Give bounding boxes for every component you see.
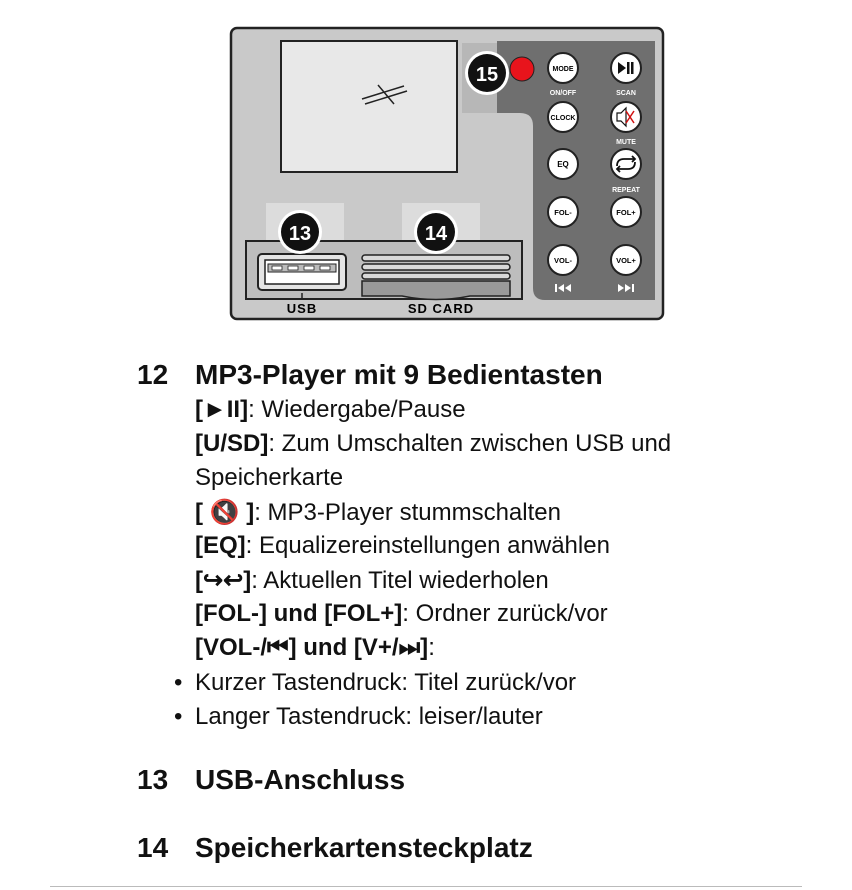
usb-port[interactable] xyxy=(257,253,347,291)
svg-text:13: 13 xyxy=(289,223,311,245)
line-text: Speicherkarte xyxy=(195,464,344,491)
line-text: : Ordner zurück/vor xyxy=(402,600,608,627)
section-title: USB-Anschluss xyxy=(195,764,406,795)
mute-button[interactable] xyxy=(610,101,642,133)
on-off-caption: ON/OFF xyxy=(550,90,577,97)
device-panel-illustration: USB SD CARD 15 13 14 MODE ON/OFF SC xyxy=(229,26,665,321)
svg-text:15: 15 xyxy=(476,64,498,86)
callout-15: 15 xyxy=(465,51,509,95)
callout-13: 13 xyxy=(278,210,322,254)
svg-text:14: 14 xyxy=(425,223,448,245)
previous-icon xyxy=(555,284,571,292)
line-key: [VOL-/⏮] und [V+/⏭] xyxy=(195,634,429,661)
line-text: : MP3-Player stummschalten xyxy=(254,499,561,526)
line-usb-sd-cont: Speicherkarte xyxy=(195,464,343,492)
line-text: : Aktuellen Titel wiederholen xyxy=(251,567,549,594)
mode-button[interactable]: MODE xyxy=(547,52,579,84)
volume-plus-button[interactable]: VOL+ xyxy=(610,244,642,276)
volume-minus-button[interactable]: VOL- xyxy=(547,244,579,276)
mute-icon xyxy=(616,106,635,128)
repeat-caption: REPEAT xyxy=(612,187,641,194)
eq-button[interactable]: EQ xyxy=(547,148,579,180)
section-title: MP3-Player mit 9 Bedientasten xyxy=(195,359,603,390)
page-divider xyxy=(50,886,802,887)
play-pause-icon xyxy=(618,62,634,74)
line-eq: [EQ]: Equalizereinstellungen anwählen xyxy=(195,532,610,560)
folder-minus-button[interactable]: FOL- xyxy=(547,196,579,228)
line-text: : Equalizereinstellungen anwählen xyxy=(245,532,610,559)
line-folder: [FOL-] und [FOL+]: Ordner zurück/vor xyxy=(195,600,608,628)
line-mute: [ 🔇 ]: MP3-Player stummschalten xyxy=(195,498,561,527)
svg-text:VOL-: VOL- xyxy=(554,256,572,265)
svg-text:CLOCK: CLOCK xyxy=(551,115,576,122)
usb-label: USB xyxy=(287,301,317,316)
display-crack-icon xyxy=(361,84,408,105)
bullet-long-press: Langer Tastendruck: leiser/lauter xyxy=(195,703,543,730)
next-icon xyxy=(618,284,634,292)
section-number: 13 xyxy=(137,764,169,795)
bullet-marker: • xyxy=(174,669,183,696)
power-indicator-led xyxy=(509,56,535,82)
line-volume: [VOL-/⏮] und [V+/⏭]: xyxy=(195,634,435,662)
line-play-pause: [►II]: Wiedergabe/Pause xyxy=(195,396,466,424)
line-text: : xyxy=(428,634,435,661)
section-number: 14 xyxy=(137,832,169,863)
section-number: 12 xyxy=(137,359,169,390)
line-usb-sd: [U/SD]: Zum Umschalten zwischen USB und xyxy=(195,430,671,458)
line-key: [ 🔇 ] xyxy=(195,499,255,526)
line-text: : Zum Umschalten zwischen USB und xyxy=(268,430,672,457)
clock-button[interactable]: CLOCK xyxy=(547,101,579,133)
svg-text:VOL+: VOL+ xyxy=(616,256,636,265)
callout-14: 14 xyxy=(414,210,458,254)
line-text: : Wiedergabe/Pause xyxy=(248,396,466,423)
svg-text:FOL+: FOL+ xyxy=(616,208,636,217)
display-window xyxy=(280,40,458,173)
repeat-button[interactable] xyxy=(610,148,642,180)
repeat-icon xyxy=(615,155,637,173)
scan-caption: SCAN xyxy=(616,90,636,97)
svg-text:EQ: EQ xyxy=(557,160,569,169)
line-key: [↪↩] xyxy=(195,567,252,594)
svg-text:MODE: MODE xyxy=(553,66,574,73)
svg-text:FOL-: FOL- xyxy=(554,208,572,217)
play-pause-button[interactable] xyxy=(610,52,642,84)
line-key: [EQ] xyxy=(195,532,246,559)
line-key: [►II] xyxy=(195,396,249,423)
line-key: [FOL-] und [FOL+] xyxy=(195,600,403,627)
bullet-marker: • xyxy=(174,703,183,730)
mute-caption: MUTE xyxy=(616,139,636,146)
line-repeat: [↪↩]: Aktuellen Titel wiederholen xyxy=(195,566,549,595)
line-key: [U/SD] xyxy=(195,430,269,457)
bullet-short-press: Kurzer Tastendruck: Titel zurück/vor xyxy=(195,669,577,696)
section-title: Speicherkartensteckplatz xyxy=(195,832,533,863)
folder-plus-button[interactable]: FOL+ xyxy=(610,196,642,228)
sd-card-slot[interactable] xyxy=(361,254,511,301)
sd-label: SD CARD xyxy=(408,301,474,316)
